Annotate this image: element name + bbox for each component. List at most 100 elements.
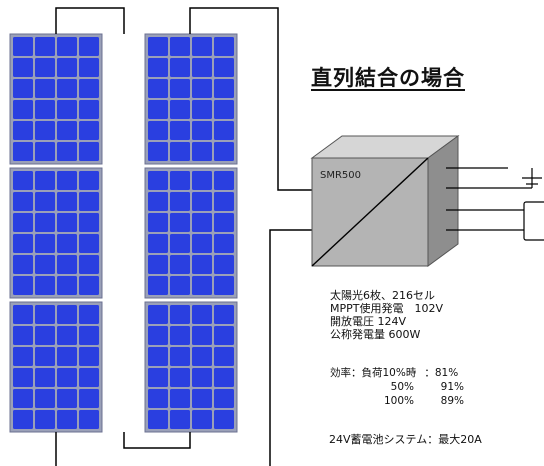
efficiency-row: 効率：負荷10%時 ：81% xyxy=(330,366,464,380)
spec-line-panels: 太陽光6枚、216セル xyxy=(330,289,435,302)
solar-cell xyxy=(13,276,33,295)
solar-cell xyxy=(35,58,55,77)
solar-cell xyxy=(13,79,33,98)
solar-cell xyxy=(13,368,33,387)
solar-cell xyxy=(35,347,55,366)
solar-cell xyxy=(170,255,190,274)
solar-cell xyxy=(57,58,77,77)
solar-panel xyxy=(9,167,103,299)
solar-cell xyxy=(148,100,168,119)
solar-cell xyxy=(170,276,190,295)
solar-cell xyxy=(214,305,234,324)
solar-cell xyxy=(79,171,99,190)
solar-cell xyxy=(192,121,212,140)
solar-cell xyxy=(57,121,77,140)
wire-return xyxy=(269,229,312,466)
solar-cell xyxy=(192,368,212,387)
solar-cell xyxy=(192,410,212,429)
solar-cell xyxy=(35,100,55,119)
solar-cell xyxy=(35,142,55,161)
solar-cell xyxy=(57,305,77,324)
solar-cell xyxy=(35,213,55,232)
solar-cell xyxy=(192,255,212,274)
solar-cell xyxy=(170,326,190,345)
solar-cell xyxy=(148,347,168,366)
solar-cell xyxy=(192,100,212,119)
solar-cell xyxy=(13,234,33,253)
solar-cell xyxy=(57,234,77,253)
efficiency-label: 100% xyxy=(383,395,414,407)
solar-cell xyxy=(214,121,234,140)
efficiency-row: 100% 89% xyxy=(330,394,464,408)
solar-cell xyxy=(79,368,99,387)
solar-cell xyxy=(192,389,212,408)
solar-cell xyxy=(214,410,234,429)
solar-cell xyxy=(79,305,99,324)
solar-cell xyxy=(79,213,99,232)
solar-cell xyxy=(13,37,33,56)
solar-cell xyxy=(148,255,168,274)
solar-cell xyxy=(79,410,99,429)
solar-cell xyxy=(79,192,99,211)
efficiency-value: 91% xyxy=(440,381,464,393)
solar-cell xyxy=(57,410,77,429)
solar-cell xyxy=(57,255,77,274)
solar-cell xyxy=(57,192,77,211)
solar-cell xyxy=(148,368,168,387)
solar-cell xyxy=(35,368,55,387)
solar-cell xyxy=(57,347,77,366)
solar-cell xyxy=(57,213,77,232)
solar-cell xyxy=(13,100,33,119)
solar-cell xyxy=(13,213,33,232)
solar-cell xyxy=(13,347,33,366)
solar-cell xyxy=(35,410,55,429)
solar-cell xyxy=(214,58,234,77)
solar-cell xyxy=(214,389,234,408)
solar-cell xyxy=(214,234,234,253)
solar-cell xyxy=(35,79,55,98)
solar-cell xyxy=(79,389,99,408)
solar-cell xyxy=(214,37,234,56)
system-specs: 太陽光6枚、216セル MPPT使用発電 102V 開放電圧 124V 公称発電… xyxy=(330,289,443,341)
efficiency-label: 効率：負荷10%時 xyxy=(330,367,417,379)
solar-cell xyxy=(214,276,234,295)
solar-cell xyxy=(170,192,190,211)
solar-cell xyxy=(148,389,168,408)
solar-cell xyxy=(170,368,190,387)
controller-label: SMR500 xyxy=(320,170,362,181)
solar-cell xyxy=(79,255,99,274)
controller-box xyxy=(310,135,460,267)
solar-cell xyxy=(170,213,190,232)
solar-cell xyxy=(192,79,212,98)
battery-system-label: 24V蓄電池システム：最大20A xyxy=(329,433,482,446)
solar-cell xyxy=(170,100,190,119)
solar-cell xyxy=(148,121,168,140)
wire-top-left xyxy=(55,7,125,34)
solar-panel xyxy=(9,33,103,165)
solar-cell xyxy=(148,58,168,77)
solar-cell xyxy=(192,276,212,295)
solar-panel-array xyxy=(9,33,238,433)
solar-cell xyxy=(13,192,33,211)
solar-cell xyxy=(214,368,234,387)
solar-cell xyxy=(214,192,234,211)
solar-cell xyxy=(13,171,33,190)
solar-cell xyxy=(79,347,99,366)
solar-cell xyxy=(148,410,168,429)
solar-cell xyxy=(170,171,190,190)
solar-cell xyxy=(79,142,99,161)
solar-cell xyxy=(148,192,168,211)
solar-cell xyxy=(148,234,168,253)
solar-cell xyxy=(214,79,234,98)
load-box xyxy=(523,201,544,241)
efficiency-row: 50% 91% xyxy=(330,380,464,394)
solar-cell xyxy=(170,79,190,98)
solar-cell xyxy=(192,234,212,253)
solar-cell xyxy=(192,37,212,56)
solar-cell xyxy=(35,389,55,408)
solar-cell xyxy=(192,142,212,161)
solar-cell xyxy=(13,305,33,324)
solar-cell xyxy=(57,142,77,161)
solar-cell xyxy=(214,347,234,366)
